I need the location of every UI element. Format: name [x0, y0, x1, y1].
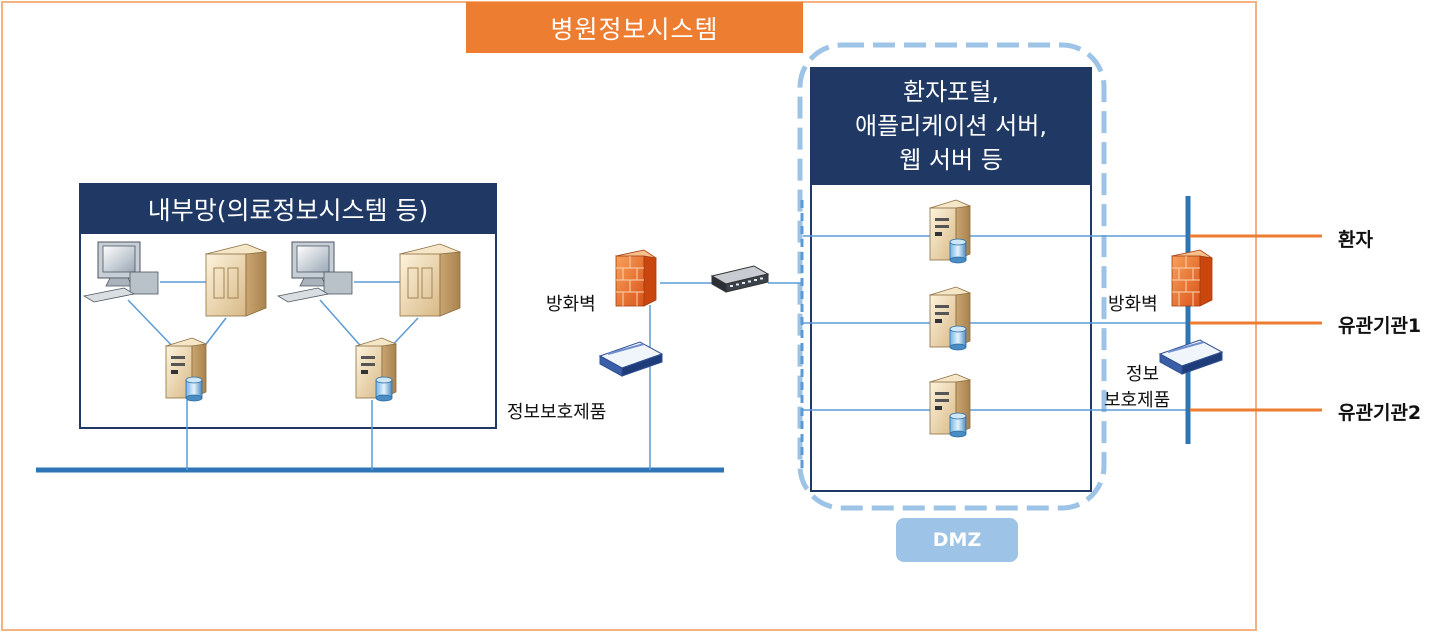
- patient-label: 환자: [1338, 229, 1373, 251]
- right-security-product-label-line-2: 보호제품: [1104, 390, 1171, 411]
- workstation-icon: [277, 241, 353, 303]
- database-server-icon: [930, 287, 970, 350]
- dmz-title-line-2: 애플리케이션 서버,: [855, 112, 1047, 140]
- agency1-label: 유관기관1: [1338, 315, 1422, 337]
- database-server-icon: [166, 338, 206, 401]
- dmz-zone-boundary: [797, 42, 1107, 511]
- dmz-server-title: 환자포털, 애플리케이션 서버, 웹 서버 등: [810, 67, 1092, 185]
- left-security-product-label: 정보보호제품: [507, 402, 607, 423]
- server-icon: [205, 243, 267, 317]
- internal-network-title: 내부망(의료정보시스템 등): [79, 183, 497, 234]
- database-server-icon: [930, 374, 970, 437]
- network-switch-icon: [711, 265, 769, 293]
- dmz-title-line-3: 웹 서버 등: [899, 146, 1003, 174]
- dmz-title-line-1: 환자포털,: [903, 78, 999, 106]
- firewall-icon: [615, 249, 657, 307]
- database-server-icon: [356, 338, 396, 401]
- firewall-icon: [1171, 249, 1213, 307]
- security-appliance-icon: [599, 341, 663, 377]
- right-firewall-label: 방화벽: [1108, 294, 1158, 315]
- right-security-product-label-line-1: 정보: [1126, 364, 1160, 385]
- workstation-icon: [83, 241, 159, 303]
- security-appliance-icon: [1159, 339, 1223, 375]
- database-server-icon: [930, 200, 970, 263]
- diagram-title: 병원정보시스템: [466, 2, 803, 53]
- dmz-badge: DMZ: [896, 518, 1018, 562]
- server-icon: [399, 243, 461, 317]
- left-firewall-label: 방화벽: [546, 294, 596, 315]
- agency2-label: 유관기관2: [1338, 402, 1422, 424]
